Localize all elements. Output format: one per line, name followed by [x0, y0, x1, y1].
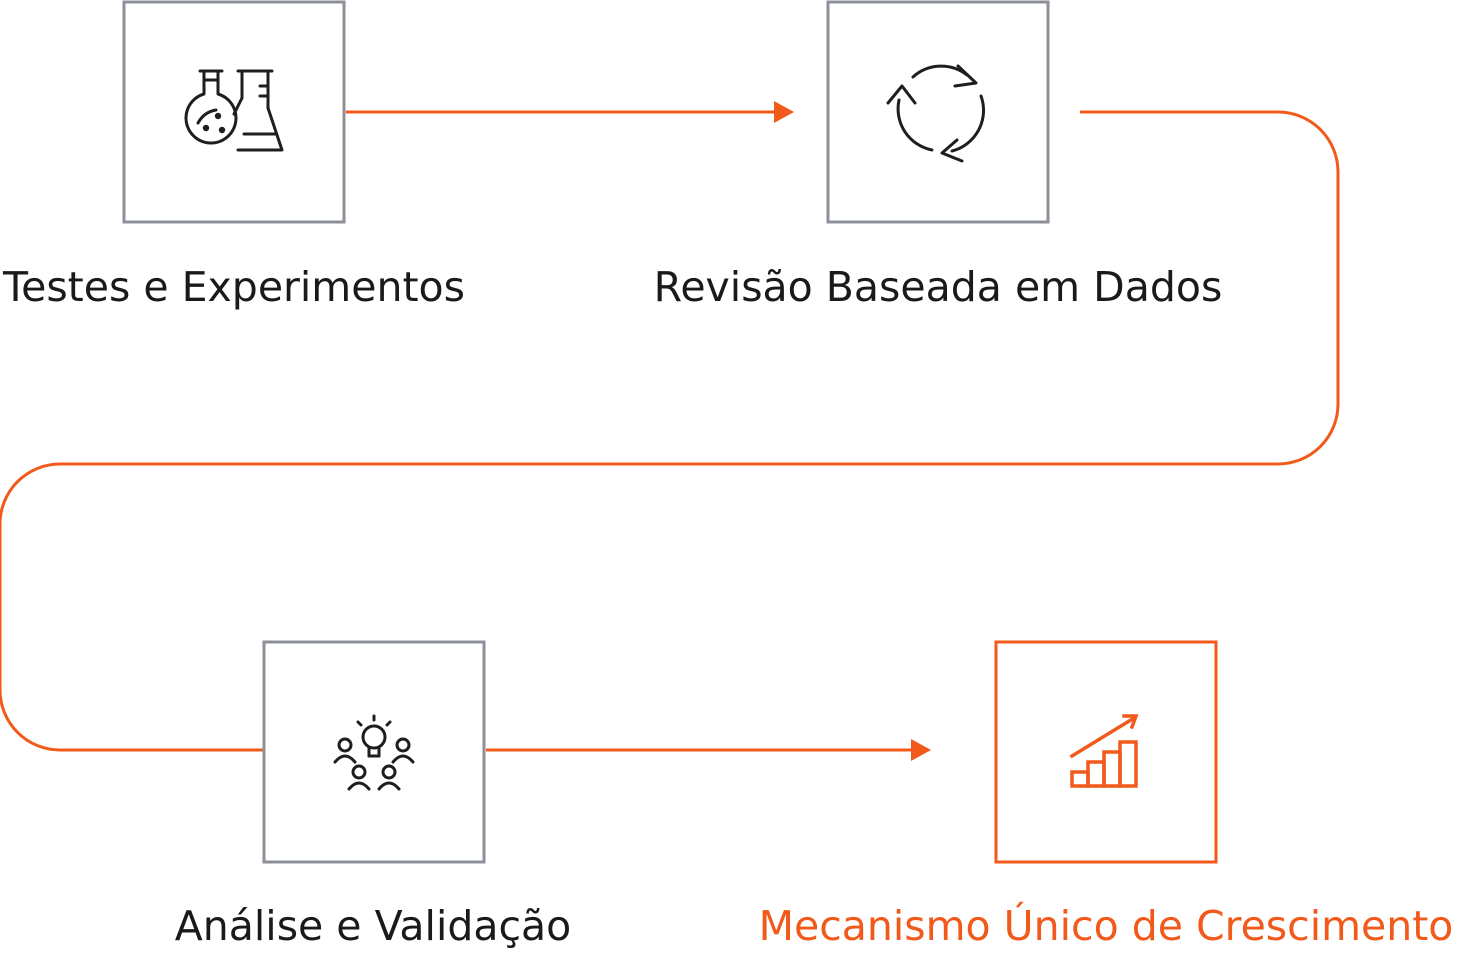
step-label: Análise e Validação [175, 902, 572, 950]
growth-chart-icon [1069, 714, 1139, 788]
connectors [0, 101, 1340, 761]
step-testes-experimentos: Testes e Experimentos [2, 0, 465, 311]
arrowhead-step2 [774, 101, 794, 123]
step-label: Testes e Experimentos [2, 263, 465, 311]
step-box [262, 640, 486, 864]
step-revisao-dados: Revisão Baseada em Dados [654, 0, 1223, 311]
arrowhead-step4 [911, 739, 931, 761]
connector-step2-to-step3 [0, 110, 1340, 752]
team-idea-icon [333, 714, 415, 791]
step-box [826, 0, 1050, 224]
step-mecanismo-crescimento: Mecanismo Único de Crescimento [759, 640, 1454, 950]
lab-flasks-icon [184, 69, 284, 152]
refresh-cycle-icon [886, 64, 985, 163]
step-label: Revisão Baseada em Dados [654, 263, 1223, 311]
step-label-highlight: Mecanismo Único de Crescimento [759, 902, 1454, 950]
step-analise-validacao: Análise e Validação [175, 640, 572, 950]
